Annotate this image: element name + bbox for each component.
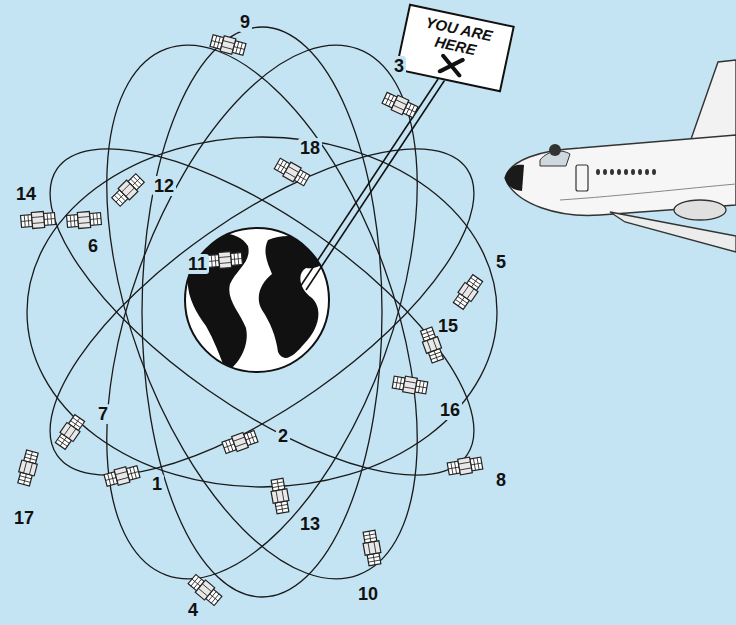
airplane — [505, 60, 736, 252]
satellite-icons — [16, 33, 484, 607]
callout-number: 15 — [436, 316, 460, 336]
cabin-window — [624, 169, 628, 175]
orbit-lines — [3, 4, 522, 619]
cabin-window — [638, 169, 642, 175]
callout-number: 3 — [392, 56, 406, 76]
cabin-window — [631, 169, 635, 175]
cabin-window — [645, 169, 649, 175]
cabin-window — [610, 169, 614, 175]
callout-number: 7 — [96, 404, 110, 424]
callout-number: 14 — [14, 184, 38, 204]
cabin-window — [603, 169, 607, 175]
callout-number: 18 — [298, 138, 322, 158]
cabin-window — [617, 169, 621, 175]
callout-number: 2 — [276, 426, 290, 446]
earth-globe — [185, 228, 329, 375]
callout-number: 11 — [186, 254, 209, 274]
callout-number: 5 — [494, 252, 508, 272]
you-are-here-pole — [300, 58, 458, 290]
callout-number: 16 — [438, 400, 462, 420]
callout-number: 8 — [494, 470, 508, 490]
callout-number: 1 — [150, 474, 164, 494]
callout-number: 13 — [298, 514, 322, 534]
sign-text: YOU ARE HERE — [411, 11, 504, 63]
callout-number: 9 — [238, 12, 252, 32]
sign-board: YOU ARE HERE — [395, 4, 515, 93]
callout-number: 6 — [86, 236, 100, 256]
cabin-window — [596, 169, 600, 175]
callout-number: 17 — [12, 508, 36, 528]
callout-number: 10 — [356, 584, 380, 604]
callout-number: 12 — [152, 176, 176, 196]
cabin-window — [652, 169, 656, 175]
cross-mark — [435, 53, 467, 78]
callout-number: 4 — [186, 600, 200, 620]
